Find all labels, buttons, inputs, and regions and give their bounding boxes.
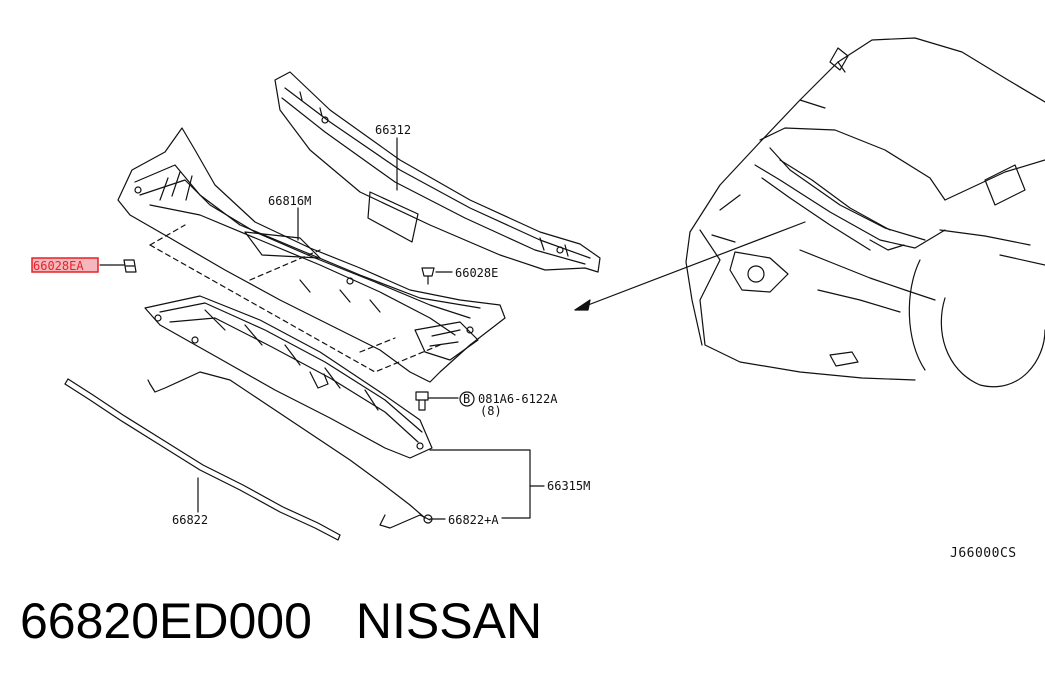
label-66822a: 66822+A — [448, 513, 499, 527]
brand-name: NISSAN — [355, 593, 543, 649]
assembly-guide-lines — [149, 224, 441, 373]
label-66315m: 66315M — [547, 479, 590, 493]
clip-66028e — [421, 267, 435, 285]
bolt-marker-circle — [459, 391, 475, 407]
clip-66028ea — [123, 259, 137, 273]
label-66822: 66822 — [172, 513, 208, 527]
washer-hose-66822 — [64, 378, 341, 541]
label-66816m: 66816M — [268, 194, 311, 208]
callout-leaders — [99, 137, 545, 520]
cowl-top-panel-66816m — [117, 127, 506, 383]
label-qty: (8) — [480, 404, 502, 418]
bolt-081a6 — [415, 391, 429, 411]
cowl-top-seal-66312 — [274, 71, 601, 273]
label-66028e: 66028E — [455, 266, 498, 280]
label-66028ea: 66028EA — [33, 259, 84, 273]
label-66312: 66312 — [375, 123, 411, 137]
part-number: 66820ED000 — [20, 593, 312, 649]
lower-cowl-panel-66315m — [144, 295, 433, 459]
vehicle-illustration — [685, 37, 1045, 388]
label-081a6: 081A6-6122A — [478, 392, 558, 406]
label-bolt-marker: B — [463, 392, 470, 406]
highlighted-part-box — [31, 257, 99, 273]
direction-arrow — [574, 221, 806, 311]
diagram-code: J66000CS — [950, 546, 1017, 561]
caption: 66820ED000 NISSAN — [20, 596, 586, 646]
